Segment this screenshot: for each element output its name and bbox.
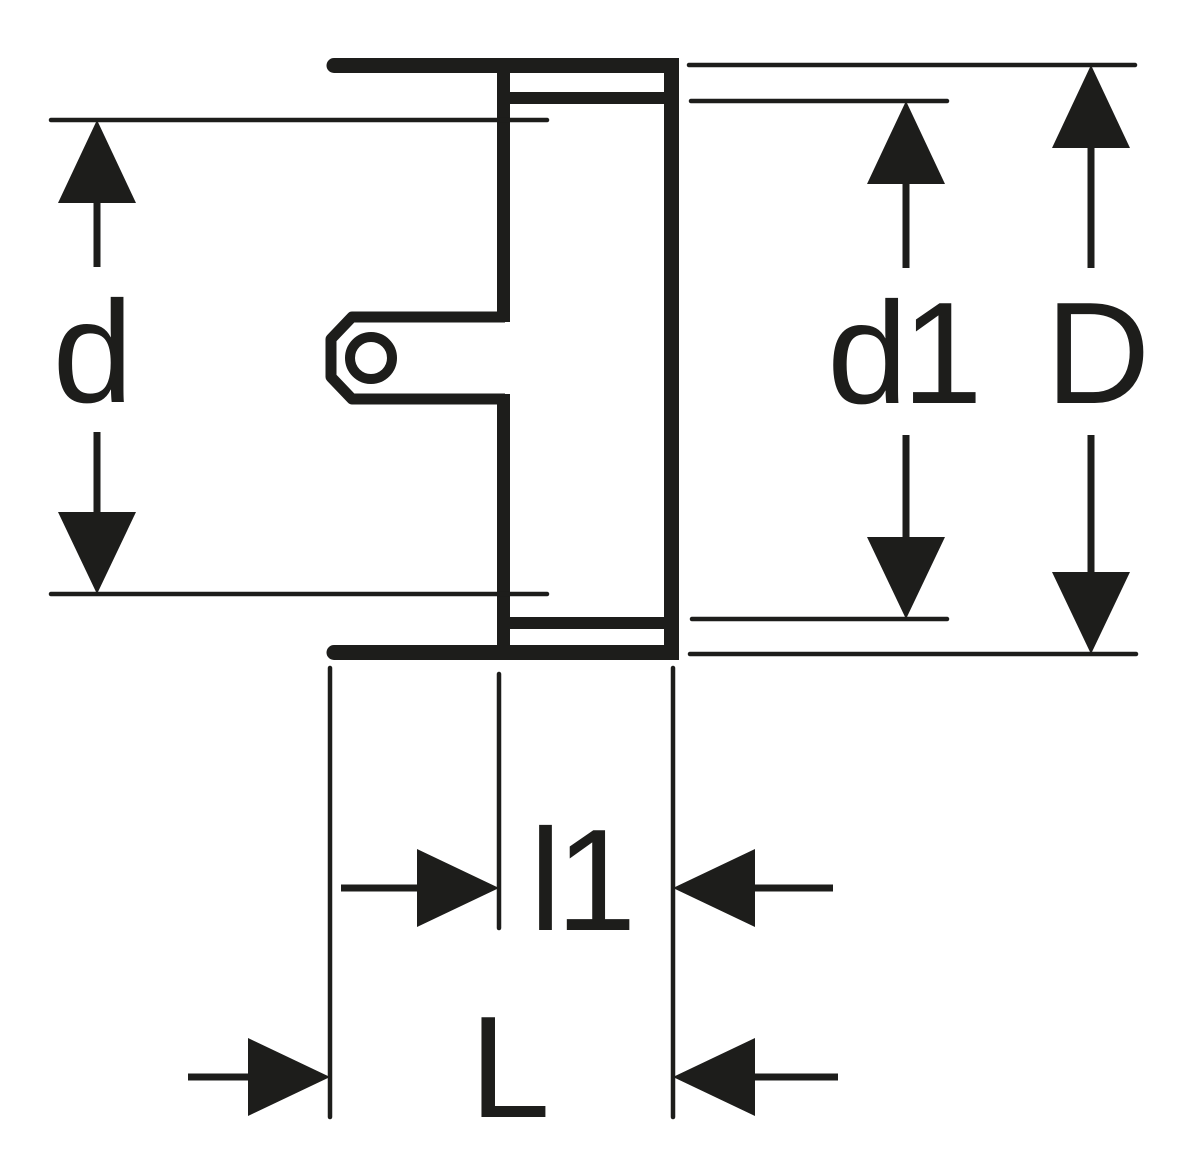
arrowhead-d1-down [867,537,945,619]
fitting-left-wall-upper [497,58,510,322]
arrowhead-l1-right [673,849,755,927]
arrowhead-d1-up [867,101,945,184]
label-d1: d1 [827,272,977,434]
fitting-left-wall-lower [497,394,510,660]
extension-lines [48,62,1139,1120]
label-D: D [1046,272,1145,434]
label-l1: l1 [529,799,630,961]
label-d: d [53,271,128,433]
seal-retainer-outline [325,311,505,405]
dimension-labels: d d1 D l1 L [53,271,1151,1148]
seal-ring-circle [345,332,397,384]
arrowhead-l1-left [417,849,499,927]
arrowheads [58,65,1130,1116]
fitting-right-wall [664,58,679,660]
arrowhead-D-up [1052,65,1130,148]
arrowhead-L-left [248,1038,330,1116]
label-L: L [470,986,546,1148]
arrowhead-d-up [58,120,136,203]
socket-inner-top-edge [503,92,664,104]
arrowhead-L-right [673,1038,755,1116]
arrow-shafts [93,148,1095,1081]
socket-inner-bottom-edge [503,617,664,629]
arrowhead-D-down [1052,572,1130,654]
arrowhead-d-down [58,512,136,594]
seal-retainer-group [325,311,505,405]
